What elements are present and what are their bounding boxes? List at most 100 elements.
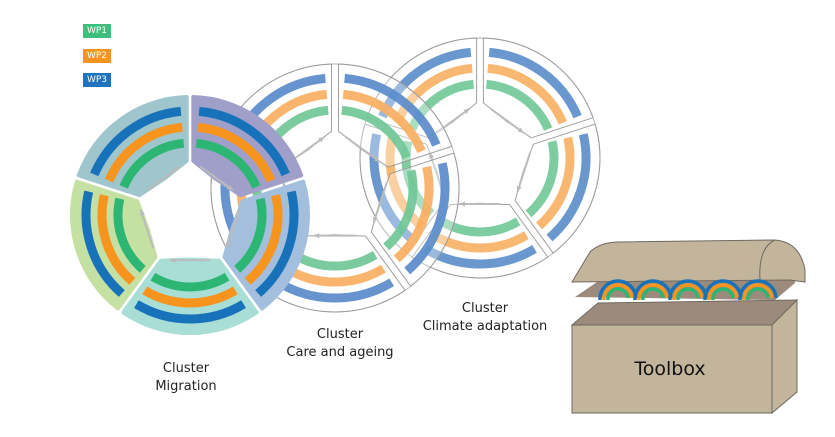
climate-wp1-band — [525, 140, 559, 218]
migration-segment-bg — [70, 179, 158, 311]
care-segment-outline — [370, 152, 460, 287]
toolbox-tool-arc — [672, 283, 704, 301]
care-flow-arrow — [372, 182, 388, 224]
climate-wp2-band — [431, 231, 529, 253]
climate-wp3-band — [546, 133, 591, 242]
migration-flow-arrow-head — [226, 184, 233, 191]
legend-wp2: WP2 — [83, 49, 111, 63]
migration-flow-arrow-head — [225, 242, 231, 249]
climate-wp1-band — [439, 217, 521, 237]
care-wp2-band — [393, 165, 434, 263]
migration-flow-arrow — [225, 209, 241, 249]
migration-segment-left — [70, 179, 158, 311]
cluster-climate-label-line1: Cluster — [461, 301, 509, 316]
toolbox-tool-arc — [676, 287, 700, 301]
care-wp1-band — [383, 169, 418, 251]
care-wp1-band — [341, 105, 411, 160]
toolbox-tool-arc — [598, 279, 638, 301]
climate-wp2-band — [393, 63, 473, 125]
climate-segment-bottom — [411, 202, 549, 279]
migration-flow-arrow — [139, 209, 155, 249]
toolbox-tool-arc — [668, 279, 708, 301]
migration-flow-arrow — [199, 165, 234, 192]
toolbox-rim — [570, 299, 799, 326]
climate-flow-arrow-head — [459, 201, 465, 207]
cluster-migration-label-line2: Migration — [155, 379, 217, 394]
cluster-migration — [70, 95, 310, 336]
care-wp1-band — [292, 250, 378, 271]
climate-wp3-band — [423, 245, 537, 269]
migration-segment-bottom — [121, 257, 259, 336]
toolbox-tool-arc — [711, 287, 735, 301]
migration-wp3-band — [198, 106, 290, 177]
care-wp2-band — [342, 89, 426, 154]
toolbox-tool-arc — [637, 283, 669, 301]
climate-wp2-band — [535, 136, 575, 230]
cluster-climate-label-line2: Climate adaptation — [422, 319, 548, 334]
toolbox-tool-arc — [602, 283, 634, 301]
care-flow-arrow-head — [372, 216, 378, 223]
care-flow-arrow-head — [318, 137, 325, 143]
care-wp3-band — [275, 278, 395, 303]
toolbox-lid-edge — [759, 239, 776, 281]
migration-flow-arrow-head — [169, 257, 176, 263]
toolbox-chest — [570, 239, 806, 415]
migration-segment-right — [222, 179, 310, 311]
climate-flow-arrow — [516, 152, 532, 193]
climate-wp1-band — [407, 79, 475, 131]
climate-flow-arrow-head — [517, 127, 524, 133]
cluster-care-label-line1: Cluster — [316, 327, 364, 342]
care-flow-arrow-head — [313, 232, 320, 239]
climate-flow-arrow-head — [429, 152, 435, 159]
toolbox-side — [771, 298, 798, 415]
care-segment-right — [370, 152, 460, 287]
migration-wp1-band — [234, 197, 267, 273]
care-wp3-band — [344, 73, 441, 147]
migration-flow-arrow-head — [173, 166, 180, 172]
migration-segment-top-left — [76, 95, 189, 198]
migration-wp2-band — [97, 194, 136, 285]
care-flow-arrow-head — [374, 156, 381, 162]
migration-wp1-band — [119, 138, 185, 189]
climate-wp2-band — [385, 136, 425, 230]
care-wp2-band — [284, 264, 386, 287]
legend-wp1: WP1 — [83, 24, 111, 38]
migration-wp3-band — [81, 190, 125, 297]
toolbox-tool-arc — [633, 279, 673, 301]
climate-wp2-band — [487, 63, 567, 125]
migration-wp1-band — [150, 272, 230, 292]
care-segment-top-right — [338, 63, 453, 168]
climate-flow-arrow — [428, 152, 444, 193]
migration-wp3-band — [134, 300, 246, 324]
cluster-climate-label: Cluster Climate adaptation — [410, 300, 560, 336]
climate-flow-arrow-head — [463, 108, 470, 114]
toolbox-label: Toolbox — [634, 358, 706, 380]
migration-segment-top-right — [191, 95, 304, 198]
cluster-migration-label-line1: Cluster — [162, 361, 210, 376]
toolbox-tool-arc — [746, 287, 770, 301]
climate-wp1-band — [485, 79, 553, 131]
migration-wp2-band — [142, 286, 238, 308]
migration-wp1-band — [113, 197, 146, 273]
toolbox-tool-arc — [738, 279, 778, 301]
migration-wp2-band — [104, 122, 183, 183]
migration-wp3-band — [255, 190, 299, 297]
cluster-care-label-line2: Care and ageing — [286, 345, 394, 360]
cluster-migration-label: Cluster Migration — [126, 360, 246, 396]
toolbox-tool-arc — [742, 283, 774, 301]
climate-segment-outline — [514, 123, 601, 254]
toolbox-lid — [571, 239, 806, 283]
cluster-care-label: Cluster Care and ageing — [270, 326, 410, 362]
care-flow-arrow — [345, 136, 381, 163]
climate-wp3-band — [378, 47, 472, 119]
migration-wp2-band — [197, 122, 276, 183]
care-wp3-band — [404, 162, 450, 275]
toolbox-tool-arc — [641, 287, 665, 301]
climate-flow-arrow — [489, 107, 525, 134]
toolbox-tool-arc — [703, 279, 743, 301]
migration-flow-arrow-head — [139, 209, 145, 216]
migration-wp3-band — [90, 106, 182, 177]
climate-segment-right — [514, 123, 601, 254]
